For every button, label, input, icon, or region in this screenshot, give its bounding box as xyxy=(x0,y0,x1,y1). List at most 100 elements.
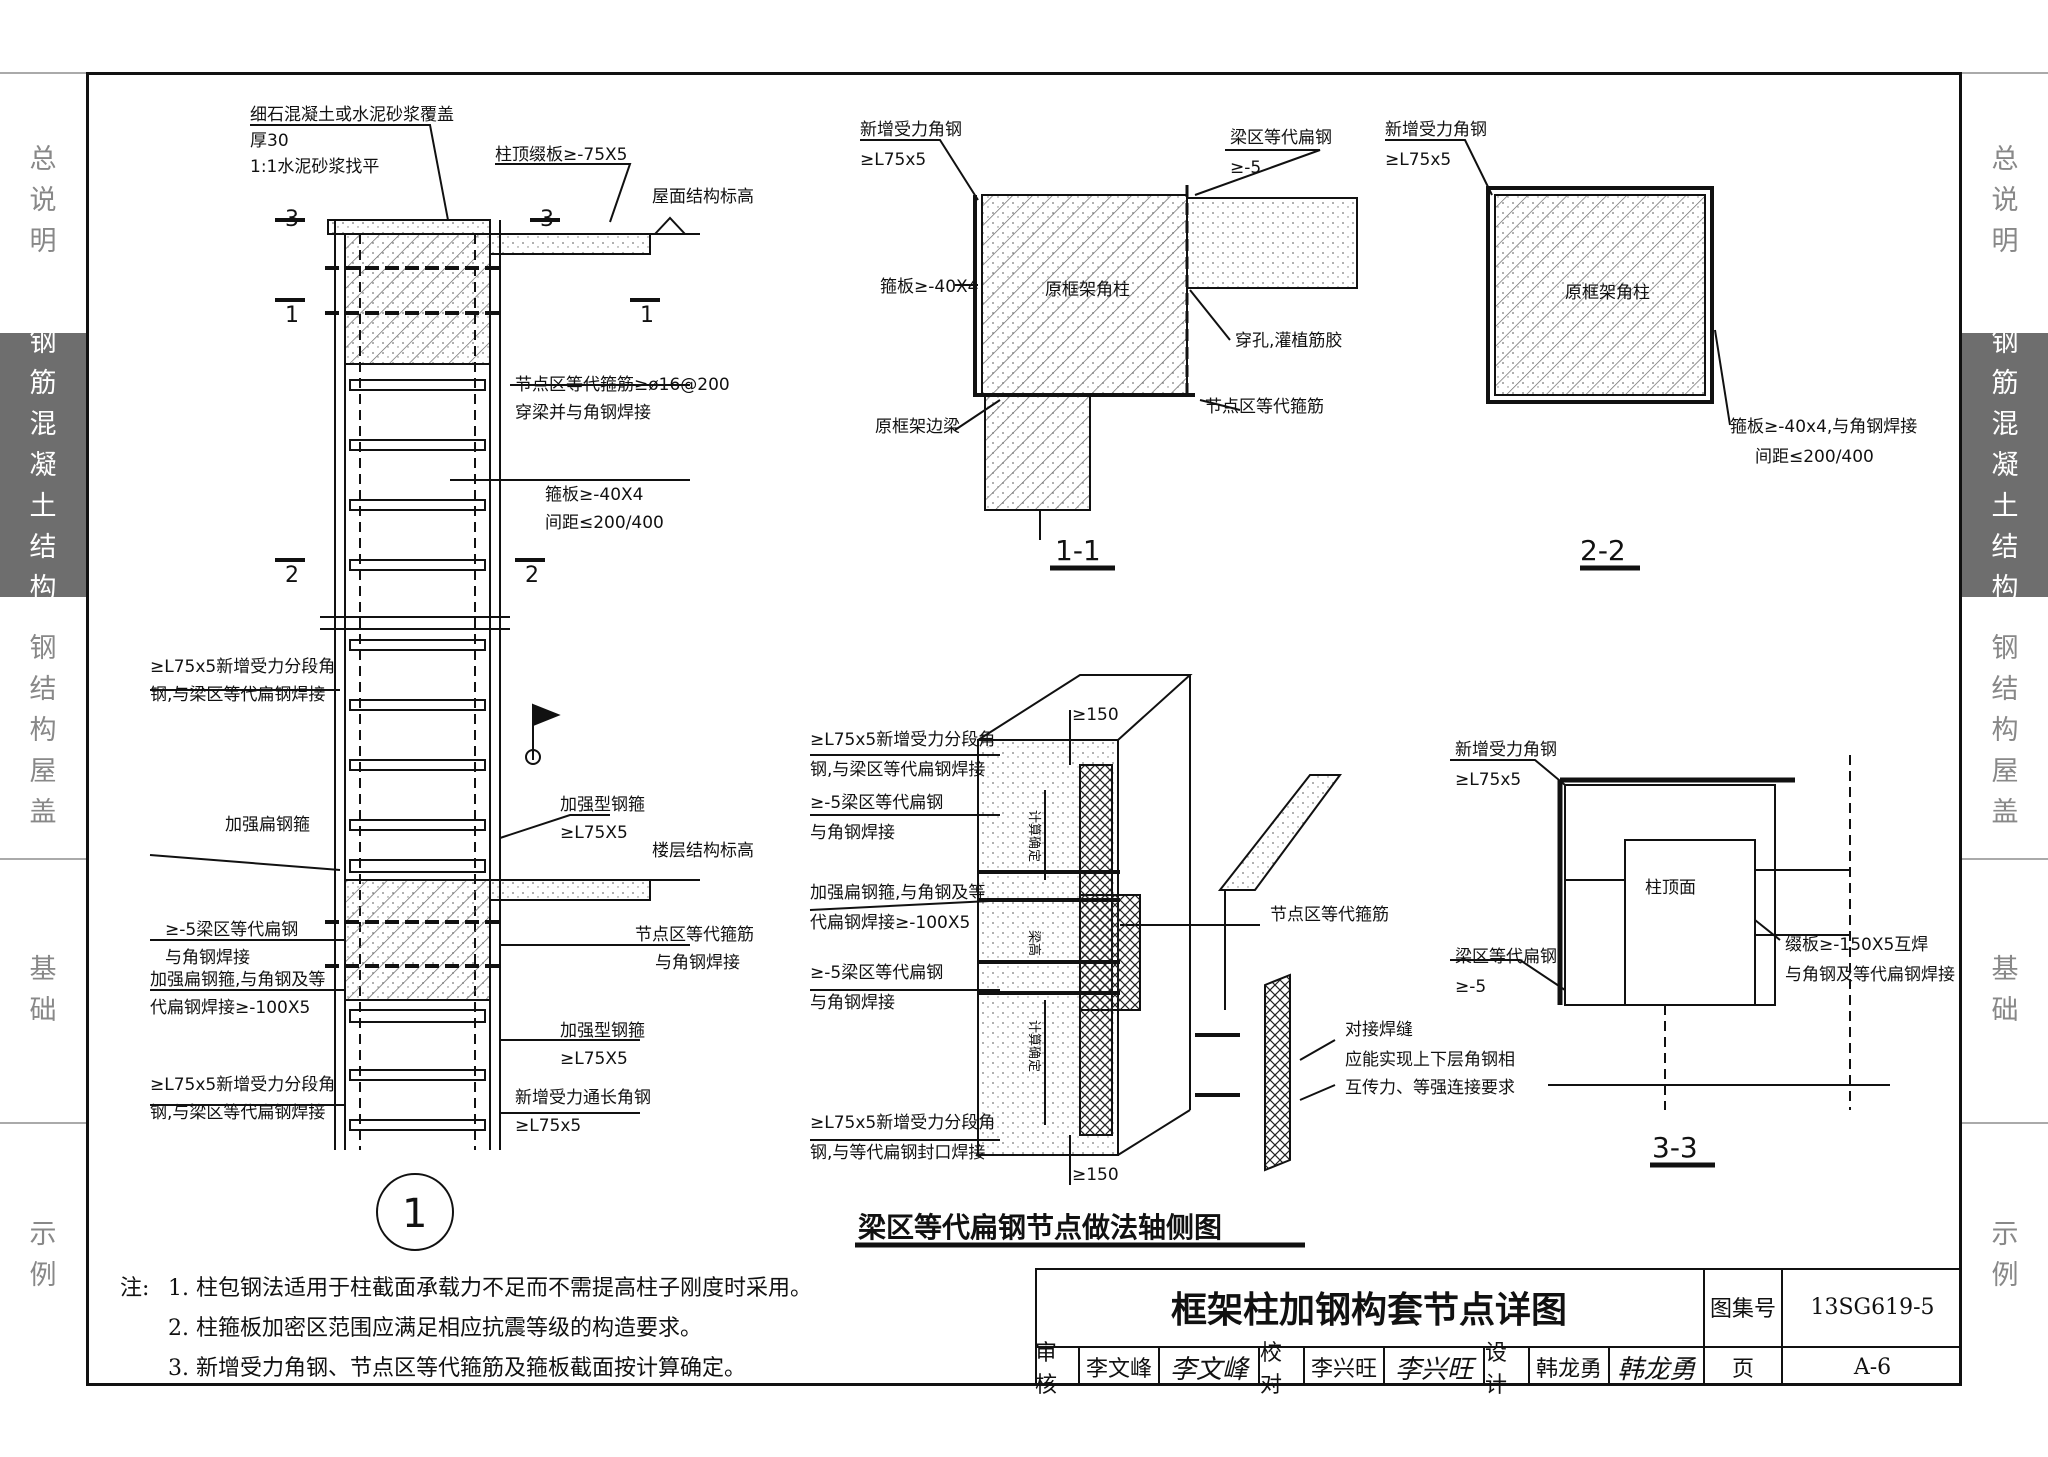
label: 节点区等代箍筋 xyxy=(1270,905,1389,925)
label: ≥-5 xyxy=(1230,158,1261,178)
label: ≥-5 xyxy=(1455,977,1486,997)
label: 柱顶缀板≥-75X5 xyxy=(495,145,627,165)
side-tab-steel[interactable]: 钢结构屋盖 xyxy=(1962,633,2048,828)
label: 钢,与梁区等代扁钢焊接 xyxy=(150,1103,325,1123)
check-signature: 李兴旺 xyxy=(1385,1348,1485,1386)
side-tab-label: 钢筋混凝土结构 xyxy=(1991,326,2019,604)
detail-1-labels: 细石混凝土或水泥砂浆覆盖 厚30 1:1水泥砂浆找平 柱顶缀板≥-75X5 屋面… xyxy=(150,105,754,1237)
label: 节点区等代箍筋≥ø16@200 xyxy=(515,375,730,395)
side-tab-label: 基础 xyxy=(29,954,57,1026)
section-title: 1-1 xyxy=(1055,534,1101,567)
label: 加强型钢箍 xyxy=(560,1021,645,1041)
label: ≥L75x5新增受力分段角 xyxy=(810,1113,995,1133)
side-tab-foundation[interactable]: 基础 xyxy=(0,900,86,1080)
label: 柱顶面 xyxy=(1645,878,1696,898)
side-tab-general[interactable]: 总说明 xyxy=(1962,110,2048,290)
label: 箍板≥-40X4 xyxy=(545,485,643,505)
review-label: 审核 xyxy=(1035,1341,1080,1398)
divider xyxy=(1962,858,2048,860)
side-tab-label: 示例 xyxy=(29,1219,57,1291)
label: 新增受力角钢 xyxy=(860,120,962,140)
label: 楼层结构标高 xyxy=(652,841,754,861)
label: 箍板≥-40X4 xyxy=(880,277,978,297)
dimension: 计算确定 xyxy=(1026,810,1041,862)
side-tab-rc[interactable]: 钢筋混凝土结构 xyxy=(1962,327,2048,604)
dimension: ≥150 xyxy=(1072,705,1119,725)
dimension: ≥150 xyxy=(1072,1165,1119,1185)
roof-slab xyxy=(489,233,651,255)
label: 对接焊缝 xyxy=(1345,1020,1413,1040)
side-tab-label: 钢结构屋盖 xyxy=(1991,632,2019,828)
label: 与角钢及等代扁钢焊接 xyxy=(1785,965,1955,985)
label: ≥-5梁区等代扁钢 xyxy=(165,920,298,940)
label: ≥L75x5新增受力分段角 xyxy=(810,730,995,750)
divider xyxy=(1962,72,2048,74)
dimension: 计算确定 xyxy=(1026,1020,1041,1072)
title-block-frame xyxy=(1035,1268,1962,1386)
section-title: 2-2 xyxy=(1580,534,1626,567)
label: 代扁钢焊接≥-100X5 xyxy=(150,998,310,1018)
label: 钢,与梁区等代扁钢焊接 xyxy=(810,760,985,780)
section-3-3-labels: 新增受力角钢 ≥L75x5 柱顶面 梁区等代扁钢 ≥-5 缀板≥-150X5互焊… xyxy=(1455,740,1955,1164)
label: 节点区等代箍筋 xyxy=(1205,397,1324,417)
label: 互传力、等强连接要求 xyxy=(1345,1078,1515,1098)
side-tab-example[interactable]: 示例 xyxy=(0,1170,86,1340)
label: 梁区等代扁钢 xyxy=(1230,128,1332,148)
section-title: 3-3 xyxy=(1652,1131,1698,1164)
label: 加强扁钢箍 xyxy=(225,815,310,835)
label: 代扁钢焊接≥-100X5 xyxy=(810,913,970,933)
section-mark: 1 xyxy=(285,303,299,328)
beam-zone-top-fill xyxy=(344,233,491,365)
label: ≥-5梁区等代扁钢 xyxy=(810,963,943,983)
design-signature: 韩龙勇 xyxy=(1610,1348,1705,1386)
label: 与角钢焊接 xyxy=(165,948,250,968)
side-tab-rc[interactable]: 钢筋混凝土结构 xyxy=(0,327,86,604)
axonometric-labels: ≥L75x5新增受力分段角 钢,与梁区等代扁钢焊接 ≥-5梁区等代扁钢 与角钢焊… xyxy=(810,705,1515,1244)
section-2-2 xyxy=(1385,139,1731,571)
label: ≥L75x5 xyxy=(860,150,926,170)
divider xyxy=(0,858,86,860)
side-tab-label: 钢筋混凝土结构 xyxy=(29,326,57,604)
label: 梁区等代扁钢 xyxy=(1455,947,1557,967)
side-tab-label: 总说明 xyxy=(29,143,57,257)
note-item: 1. 柱包钢法适用于柱截面承载力不足而不需提高柱子刚度时采用。 xyxy=(168,1276,812,1301)
label: 钢,与等代扁钢封口焊接 xyxy=(810,1143,985,1163)
label: 原框架角柱 xyxy=(1045,280,1130,300)
divider xyxy=(0,1122,86,1124)
check-label: 校对 xyxy=(1260,1341,1305,1398)
label: 间距≤200/400 xyxy=(545,513,664,533)
review-name: 李文峰 xyxy=(1080,1348,1160,1386)
detail-number: 1 xyxy=(402,1191,427,1237)
section-mark: 2 xyxy=(525,563,539,588)
side-tab-foundation[interactable]: 基础 xyxy=(1962,900,2048,1080)
detail-circle xyxy=(376,1173,454,1251)
section-1-1 xyxy=(860,139,1358,571)
axon-butt-weld xyxy=(1264,973,1291,1172)
axon-beam xyxy=(1217,774,1342,891)
side-tab-label: 示例 xyxy=(1991,1219,2019,1291)
note-prefix-text: 注: xyxy=(120,1276,150,1301)
divider xyxy=(1962,1122,2048,1124)
label: ≥L75x5 xyxy=(1455,770,1521,790)
side-tab-label: 钢结构屋盖 xyxy=(29,632,57,828)
label: 加强型钢箍 xyxy=(560,795,645,815)
page-number: A-6 xyxy=(1853,1354,1892,1380)
drawing-title: 框架柱加钢构套节点详图 xyxy=(1035,1268,1705,1348)
design-label: 设计 xyxy=(1485,1341,1530,1398)
top-cover xyxy=(327,219,491,235)
side-tab-example[interactable]: 示例 xyxy=(1962,1170,2048,1340)
divider xyxy=(0,72,86,74)
hoop-plates-upper xyxy=(349,379,486,873)
side-tab-steel[interactable]: 钢结构屋盖 xyxy=(0,633,86,828)
label: 厚30 xyxy=(250,131,289,151)
side-tab-general[interactable]: 总说明 xyxy=(0,110,86,290)
section-mark: 1 xyxy=(640,303,654,328)
section-mark: 2 xyxy=(285,563,299,588)
label: 新增受力角钢 xyxy=(1385,120,1487,140)
note-item: 2. 柱箍板加密区范围应满足相应抗震等级的构造要求。 xyxy=(168,1316,702,1341)
label: 原框架边梁 xyxy=(875,417,960,437)
label: 穿孔,灌植筋胶 xyxy=(1235,331,1342,351)
detail-1-elevation xyxy=(149,124,700,1251)
label: 箍板≥-40x4,与角钢焊接 xyxy=(1730,417,1917,437)
